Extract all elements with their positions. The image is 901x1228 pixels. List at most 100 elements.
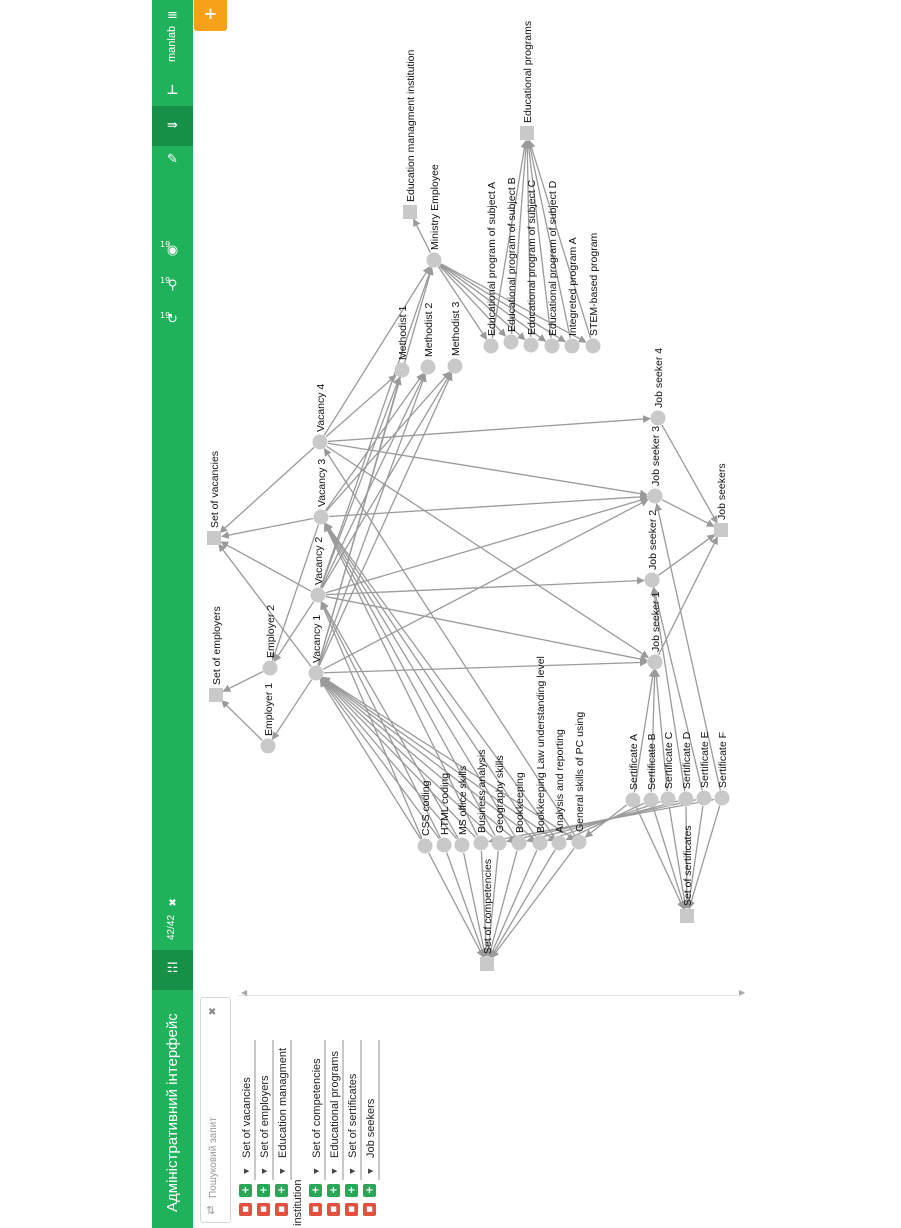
add-child-button[interactable]: + [275,1184,288,1197]
graph-node-seeker3[interactable]: Job seeker 3 [647,426,663,504]
delete-button[interactable]: ■ [363,1203,376,1216]
scroll-left-arrow[interactable]: ◀ [241,988,248,997]
sort-icon[interactable]: ⇅ [206,1205,216,1217]
delete-button[interactable]: ■ [345,1203,358,1216]
graph-node-stem[interactable]: STEM-based program [585,232,601,354]
graph-node-vacancy3[interactable]: Vacancy 3 [313,459,329,525]
add-user-icon[interactable]: ⊥ [166,83,179,98]
graph-node-circle[interactable] [644,572,660,588]
graph-view-tab-active[interactable]: ⇛ [152,106,193,146]
graph-node-certD[interactable]: Sertificate D [678,731,694,807]
graph-node-job-seekers[interactable]: Job seekers [714,463,728,537]
graph-node-certF[interactable]: Sertificate F [714,732,730,806]
graph-node-circle[interactable] [714,790,730,806]
graph-node-circle[interactable] [532,835,548,851]
tree-item[interactable]: ▶Set of employers+■ [257,1040,275,1228]
graph-node-circle[interactable] [420,359,436,375]
graph-node-general[interactable]: General skills of PC using [571,712,587,850]
add-node-button[interactable]: + [194,0,227,31]
graph-node-square[interactable] [207,531,221,545]
view-icon[interactable]: ◉ [166,243,179,258]
tree-item[interactable]: ▶Set of sertificates+■ [345,1040,363,1228]
graph-node-circle[interactable] [650,410,666,426]
graph-node-circle[interactable] [503,334,519,350]
delete-button[interactable]: ■ [239,1203,252,1216]
refresh-icon[interactable]: ↻ [167,312,178,327]
tree-item[interactable]: ▶Job seekers+■ [363,1040,381,1228]
graph-node-business[interactable]: Business analysis [473,750,489,851]
graph-node-circle[interactable] [511,835,527,851]
graph-node-circle[interactable] [544,338,560,354]
graph-node-progC[interactable]: Educational program of subject C [523,179,539,353]
graph-node-bookkeeping[interactable]: Bookkeeping [511,772,527,851]
expand-caret-icon[interactable]: ▶ [244,1168,250,1175]
graph-node-progD[interactable]: Educational program of subject D [544,180,560,354]
graph-node-certC[interactable]: Sertificate C [660,731,676,807]
delete-button[interactable]: ■ [257,1203,270,1216]
graph-node-circle[interactable] [262,660,278,676]
graph-node-circle[interactable] [491,835,507,851]
graph-node-circle[interactable] [394,362,410,378]
graph-node-css[interactable]: CSS coding [417,780,433,854]
graph-node-circle[interactable] [647,488,663,504]
graph-node-square[interactable] [480,957,494,971]
graph-node-employer1[interactable]: Employer 1 [260,683,276,754]
add-child-button[interactable]: + [257,1184,270,1197]
graph-node-employer2[interactable]: Employer 2 [262,605,278,676]
graph-node-circle[interactable] [523,337,539,353]
graph-node-circle[interactable] [312,434,328,450]
graph-node-circle[interactable] [571,834,587,850]
expand-caret-icon[interactable]: ▶ [314,1168,320,1175]
graph-node-certE[interactable]: Sertificate E [696,731,712,806]
graph-node-vacancy4[interactable]: Vacancy 4 [312,384,328,450]
graph-node-circle[interactable] [313,509,329,525]
scroll-right-arrow[interactable]: ▶ [739,988,746,997]
graph-node-edu-programs[interactable]: Educational programs [520,21,534,140]
graph-node-methodist1[interactable]: Methodist 1 [394,306,410,378]
graph-node-set-comp[interactable]: Set of competencies [480,859,494,971]
hamburger-menu-icon[interactable]: ≡ [167,8,178,23]
graph-node-analysis[interactable]: Analysis and reporting [551,729,567,851]
graph-node-circle[interactable] [625,792,641,808]
graph-node-seeker4[interactable]: Job seeker 4 [650,348,666,426]
search-input[interactable]: ✖ Пошуковий запит ⇅ [200,997,231,1223]
delete-button[interactable]: ■ [309,1203,322,1216]
edit-icon[interactable]: ✎ [167,152,178,167]
graph-node-square[interactable] [520,126,534,140]
clear-search-icon[interactable]: ✖ [208,1007,217,1018]
expand-caret-icon[interactable]: ▶ [280,1168,286,1175]
search-icon[interactable]: ⚲ [167,278,178,293]
expand-caret-icon[interactable]: ▶ [350,1168,356,1175]
tree-item[interactable]: ▶Set of vacancies+■ [239,1040,257,1228]
graph-node-msoffice[interactable]: MS office skills [454,766,470,853]
graph-node-intA[interactable]: Integreted program A [564,237,580,354]
graph-node-set-vacancies[interactable]: Set of vacancies [207,451,221,545]
graph-node-seeker2[interactable]: Job seeker 2 [644,510,660,588]
tree-item[interactable]: ▶Educational programs+■ [327,1040,345,1228]
expand-caret-icon[interactable]: ▶ [368,1168,374,1175]
graph-node-circle[interactable] [310,587,326,603]
graph-node-circle[interactable] [660,791,676,807]
graph-node-seeker1[interactable]: Job seeker 1 [647,592,663,670]
delete-button[interactable]: ■ [327,1203,340,1216]
graph-node-certB[interactable]: Sertificate B [643,733,659,808]
graph-node-geography[interactable]: Geography skills [491,755,507,851]
graph-node-progB[interactable]: Educational program of subject B [503,177,519,350]
add-child-button[interactable]: + [327,1184,340,1197]
graph-node-circle[interactable] [436,837,452,853]
expand-caret-icon[interactable]: ▶ [262,1168,268,1175]
graph-node-square[interactable] [209,688,223,702]
graph-node-circle[interactable] [643,792,659,808]
user-name[interactable]: manlab [166,25,178,62]
graph-node-set-employers[interactable]: Set of employers [209,606,223,702]
graph-node-circle[interactable] [426,252,442,268]
graph-node-circle[interactable] [564,338,580,354]
graph-node-square[interactable] [714,523,728,537]
graph-node-ministry[interactable]: Ministry Employee [426,164,442,268]
graph-node-circle[interactable] [454,837,470,853]
graph-node-html[interactable]: HTML coding [436,773,452,853]
graph-node-circle[interactable] [585,338,601,354]
add-child-button[interactable]: + [363,1184,376,1197]
graph-node-circle[interactable] [260,738,276,754]
graph-node-certA[interactable]: Sertificate A [625,734,641,808]
